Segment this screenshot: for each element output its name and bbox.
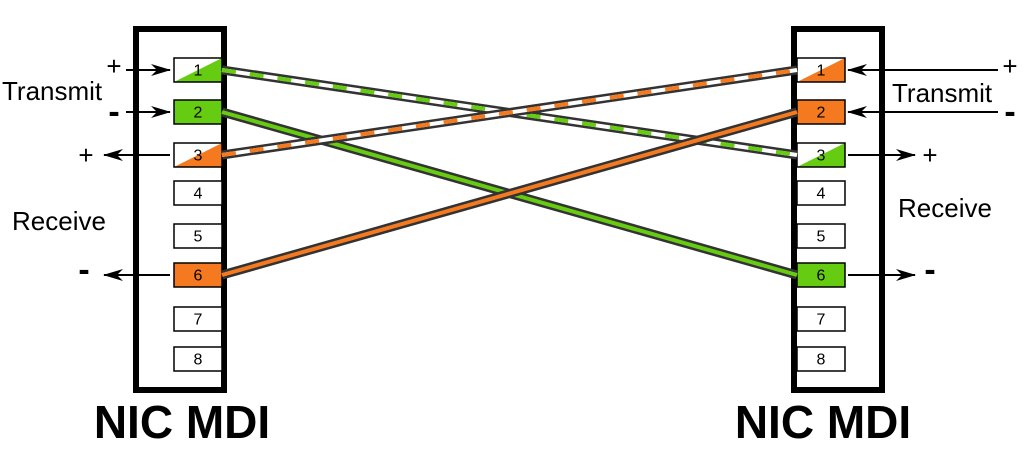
pin-number: 2 — [817, 105, 826, 122]
pin-number: 6 — [817, 268, 826, 285]
pin-number: 1 — [817, 63, 826, 80]
left-sign-pin2: - — [108, 93, 119, 131]
left-pin-7: 7 — [173, 306, 223, 332]
pin-number: 6 — [194, 268, 203, 285]
right-sign-pin1: + — [1002, 51, 1017, 81]
right-pin-4: 4 — [796, 180, 846, 206]
left-pin-8: 8 — [173, 346, 223, 372]
right-pin-1: 1 — [796, 57, 846, 83]
pin-number: 4 — [194, 186, 203, 203]
pin-number: 8 — [817, 352, 826, 369]
left-sign-pin3: + — [78, 140, 93, 170]
pin-number: 5 — [194, 229, 203, 246]
pin-number: 5 — [817, 229, 826, 246]
left-receive-label: Receive — [12, 206, 106, 236]
pin-number: 1 — [194, 63, 203, 80]
pin-number: 8 — [194, 352, 203, 369]
pin-number: 2 — [194, 105, 203, 122]
right-receive-label: Receive — [898, 193, 992, 223]
left-pin-6: 6 — [173, 262, 223, 288]
left-pin-3: 3 — [173, 142, 223, 168]
left-sign-pin1: + — [106, 51, 121, 81]
right-pin-6: 6 — [796, 262, 846, 288]
left-nic-box — [133, 26, 227, 393]
right-nic-box — [791, 26, 885, 393]
pin-number: 3 — [817, 148, 826, 165]
left-pin-4: 4 — [173, 180, 223, 206]
right-pin-2: 2 — [796, 99, 846, 125]
pin-number: 7 — [194, 312, 203, 329]
wire-orange-striped — [221, 65, 798, 160]
right-pin-8: 8 — [796, 346, 846, 372]
right-sign-pin3: + — [922, 140, 937, 170]
right-sign-pin2: - — [1004, 93, 1015, 131]
left-title: NIC MDI — [94, 396, 270, 448]
right-sign-pin6: - — [924, 251, 935, 289]
left-pin-1: 1 — [173, 57, 223, 83]
left-transmit-label: Transmit — [2, 76, 103, 106]
right-title: NIC MDI — [735, 396, 911, 448]
pin-number: 7 — [817, 312, 826, 329]
wire-orange — [220, 107, 799, 280]
pin-number: 4 — [817, 186, 826, 203]
right-transmit-label: Transmit — [892, 78, 993, 108]
right-pin-5: 5 — [796, 223, 846, 249]
pin-number: 3 — [194, 148, 203, 165]
right-pin-3: 3 — [796, 142, 846, 168]
left-pin-2: 2 — [173, 99, 223, 125]
left-sign-pin6: - — [78, 251, 89, 289]
right-pin-7: 7 — [796, 306, 846, 332]
left-pin-5: 5 — [173, 223, 223, 249]
